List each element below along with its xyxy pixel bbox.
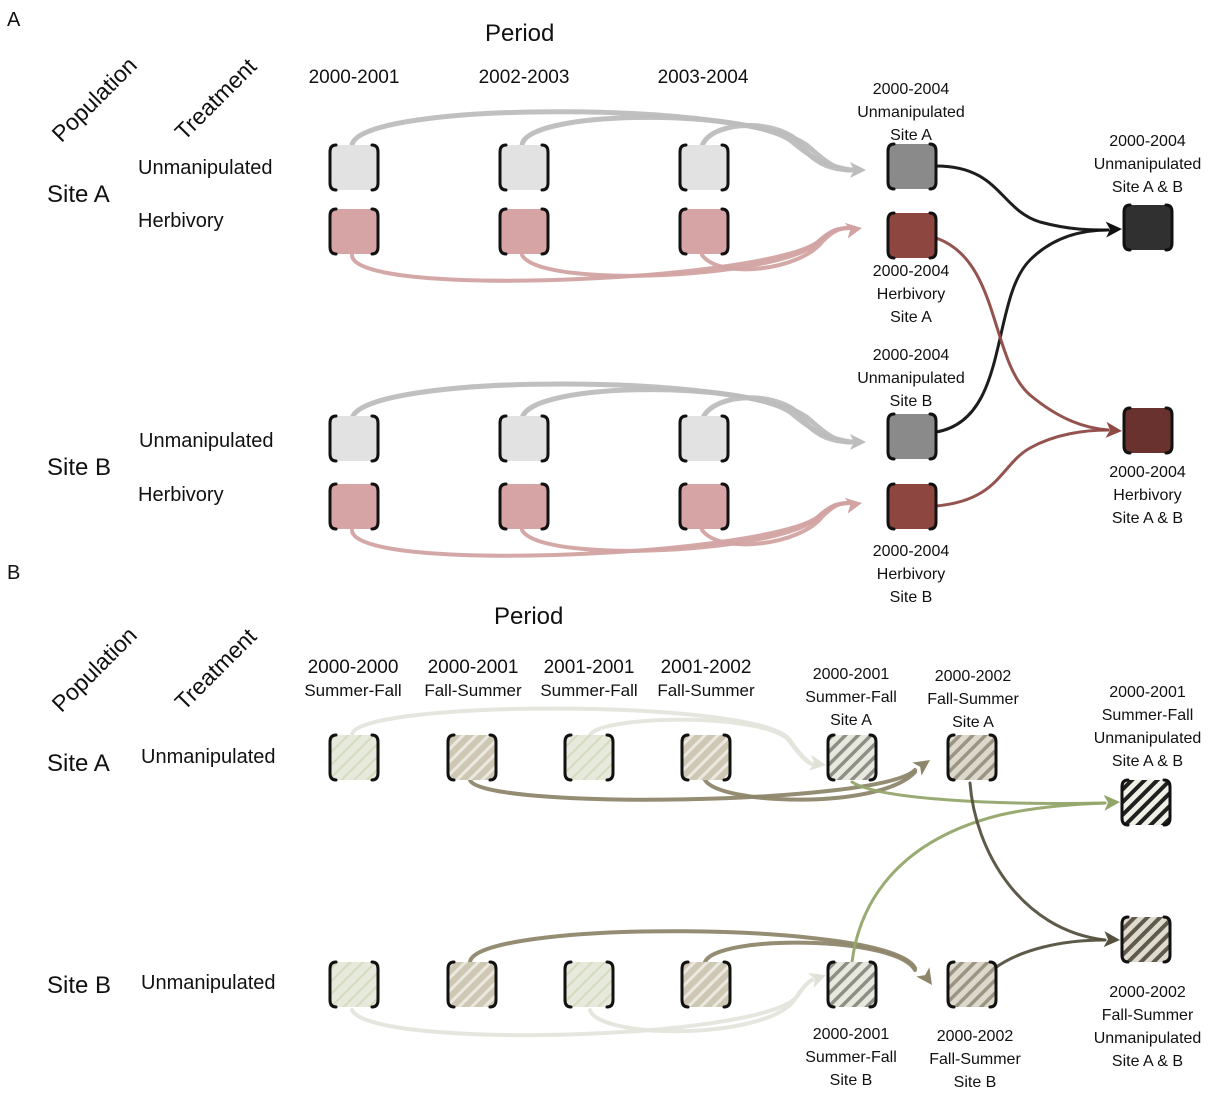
node-a-site-b-herb-2003 — [678, 482, 730, 531]
arrow-a-herb-b-from-2000 — [350, 501, 852, 558]
arrow-b-fs-a-to-ab — [968, 781, 1107, 942]
node-b-site-b-2001-fs — [680, 960, 732, 1009]
arrowhead-b-fs-ab — [1103, 931, 1120, 948]
node-a-unmanip-site-ab — [1122, 203, 1174, 252]
arrow-b-a-fs0-to-fs — [468, 768, 917, 802]
node-a-unmanip-site-b — [886, 412, 938, 461]
arrowhead-a-herb-ab — [1105, 421, 1122, 438]
arrow-a-herb-a-from-2003 — [700, 226, 852, 272]
node-a-site-a-herb-2000 — [328, 207, 380, 256]
treatment-unmanipulated-a-site-b: Unmanipulated — [139, 430, 274, 452]
node-a-site-a-herb-2002 — [498, 207, 550, 256]
period-header-b: Period — [494, 603, 564, 630]
node-a-site-a-unmanip-2000 — [328, 143, 380, 192]
column-header-a-1: 2000-2001 — [308, 67, 400, 88]
arrowhead-b-a-sf — [809, 754, 826, 771]
node-b-site-b-2001-sf — [563, 960, 615, 1009]
column-header-a-3: 2003-2004 — [657, 67, 749, 88]
node-a-site-a-unmanip-2003 — [678, 143, 730, 192]
arrow-a-herb-b-from-2003 — [700, 501, 852, 547]
arrow-a-unmanip-b-to-ab — [934, 228, 1110, 434]
node-a-herb-site-b — [886, 482, 938, 531]
node-a-site-b-unmanip-2003 — [678, 414, 730, 463]
node-b-fs-site-b — [946, 960, 998, 1009]
node-a-site-b-unmanip-2002 — [498, 414, 550, 463]
site-a-label-a: Site A — [47, 181, 110, 208]
node-b-fs-site-a — [946, 733, 998, 782]
arrowhead-b-b-sf — [808, 972, 826, 988]
node-a-site-b-herb-2002 — [498, 482, 550, 531]
node-b-site-b-2000-sf — [328, 960, 380, 1009]
arrow-a-herb-a-to-ab — [934, 236, 1110, 432]
treatment-unmanipulated-a-site-a: Unmanipulated — [138, 157, 273, 179]
arrow-b-fs-b-to-ab — [993, 938, 1107, 970]
arrowhead-a-herb-b — [844, 497, 862, 514]
site-b-label-b: Site B — [47, 972, 112, 999]
node-b-site-a-2001-fs — [680, 733, 732, 782]
arrowhead-b-b-fs — [916, 967, 932, 985]
node-b-sf-site-b — [826, 960, 878, 1009]
node-b-sf-site-a — [826, 733, 878, 782]
treatment-herbivory-a-site-b: Herbivory — [138, 484, 224, 506]
arrow-b-b-sf1-to-sf — [588, 978, 814, 1034]
node-a-site-b-unmanip-2000 — [328, 414, 380, 463]
treatment-herbivory-a-site-a: Herbivory — [138, 210, 224, 232]
nodes-layer — [328, 142, 1174, 1009]
node-b-site-a-2000-fs — [446, 733, 498, 782]
node-a-unmanip-site-a — [886, 142, 938, 191]
arrow-a-unmanip-a-from-2003 — [699, 123, 853, 173]
node-a-site-a-herb-2003 — [678, 207, 730, 256]
treatment-unmanipulated-b-site-b: Unmanipulated — [141, 972, 276, 994]
arrowhead-a-unmanip-ab — [1105, 221, 1122, 238]
node-b-site-a-2000-sf — [328, 733, 380, 782]
node-b-fs-site-ab — [1120, 915, 1172, 964]
arrow-a-herb-a-from-2000 — [350, 226, 852, 283]
arrow-b-b-fs1-to-fs — [703, 940, 917, 972]
arrowhead-a-unmanip-a — [850, 162, 866, 178]
panel-a-label: A — [7, 9, 21, 31]
node-b-site-a-2001-sf — [563, 733, 615, 782]
arrowhead-a-herb-a — [844, 222, 862, 239]
arrow-a-herb-b-to-ab — [934, 428, 1110, 508]
site-a-label-b: Site A — [47, 750, 110, 777]
arrow-b-sf-b-to-ab — [850, 801, 1107, 964]
site-b-label-a: Site B — [47, 454, 112, 481]
node-a-site-b-herb-2000 — [328, 482, 380, 531]
period-header-a: Period — [485, 20, 555, 47]
treatment-unmanipulated-b-site-a: Unmanipulated — [141, 746, 276, 768]
arrowhead-a-unmanip-b — [850, 434, 866, 450]
arrowhead-b-sf-ab — [1103, 794, 1120, 811]
edges-layer — [349, 109, 1122, 1038]
node-a-herb-site-a — [886, 211, 938, 260]
arrowhead-b-a-fs — [912, 760, 930, 776]
node-a-site-a-unmanip-2002 — [498, 143, 550, 192]
arrow-b-sf-a-to-ab — [850, 780, 1107, 805]
column-header-a-2: 2002-2003 — [478, 67, 570, 88]
arrow-b-a-sf1-to-sf — [588, 717, 814, 766]
node-b-sf-site-ab — [1120, 778, 1172, 827]
arrow-b-a-fs1-to-fs — [703, 770, 917, 802]
node-a-herb-site-ab — [1122, 406, 1174, 455]
arrow-a-unmanip-a-to-ab — [934, 164, 1110, 232]
node-b-site-b-2000-fs — [446, 960, 498, 1009]
panel-b-label: B — [7, 562, 21, 584]
arrow-a-unmanip-b-from-2003 — [699, 395, 853, 445]
